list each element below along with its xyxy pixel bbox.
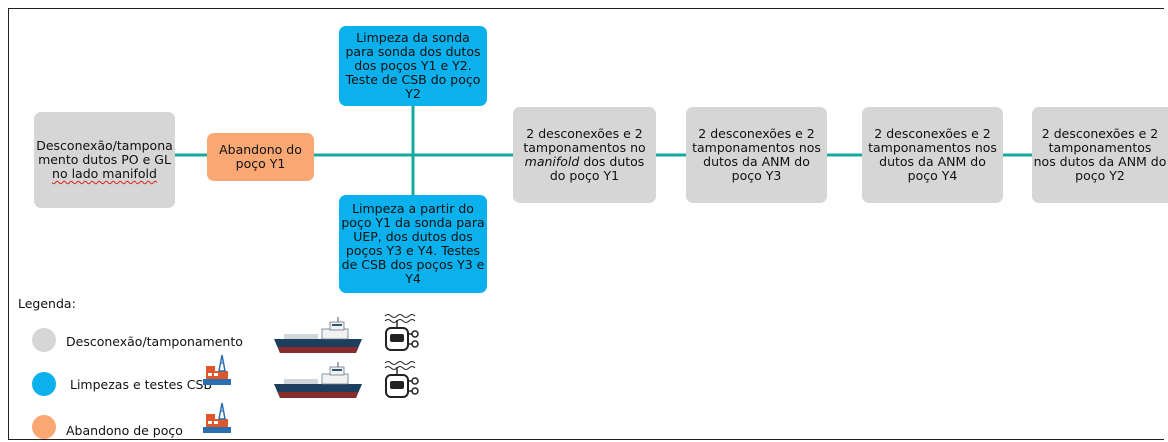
node-disconnect-anm-y4: 2 desconexões e 2 tamponamentos nos duto… [862,107,1003,203]
node-text-line: dutos da ANM do [879,154,986,169]
node-text-line: UEP, dos dutos dos [353,229,473,244]
node-text-line: Teste de CSB do poço [345,72,481,87]
node-text-line: no lado manifold [52,166,157,181]
diagram-frame [8,8,1164,440]
legend-label: Abandono de poço [66,423,183,438]
node-text-line: manifold dos dutos [524,154,645,169]
node-abandon-y1: Abandono do poço Y1 [207,133,314,181]
vessel-icon [274,362,362,398]
node-text-line: poço Y1 da sonda para [341,215,485,230]
rig-icon [203,402,231,433]
legend-title: Legenda: [18,296,76,311]
node-text-line: Limpeza da sonda [356,30,470,45]
node-text-line: 2 desconexões e 2 [526,126,643,141]
node-text-line: poço Y3 [731,168,782,183]
node-text-line: tamponamentos no [523,140,646,155]
legend-dot-orange [32,415,56,439]
node-text-line: 2 desconexões e 2 [698,126,815,141]
node-disconnect-manifold: Desconexão/tampona mento dutos PO e GL n… [34,112,175,208]
rig-icon [203,354,231,385]
node-text-line: poço Y2 [1075,168,1125,183]
node-text-line: Y4 [405,271,421,286]
node-text-line: tamponamentos [1048,140,1152,155]
node-text-line: poços Y3 e Y4. Testes [345,243,481,258]
node-text-line: do poço Y1 [549,168,620,183]
legend-label: Desconexão/tamponamento [66,334,243,349]
node-text-line: nos dutos da ANM do [1033,154,1167,169]
node-text-line: para sonda dos dutos [345,44,481,59]
node-text-line: mento dutos PO e GL [38,152,171,167]
node-text-line: tamponamentos nos [692,140,821,155]
node-text-line: Desconexão/tampona [36,138,173,153]
legend-dot-gray [32,328,56,352]
node-text-line: Abandono do [219,142,302,157]
node-text-line: 2 desconexões e 2 [1041,126,1159,141]
node-text-line: dos poços Y1 e Y2. [354,58,472,73]
node-disconnect-anm-y2: 2 desconexões e 2 tamponamentos nos duto… [1032,107,1168,203]
node-disconnect-anm-y3: 2 desconexões e 2 tamponamentos nos duto… [686,107,827,203]
node-text-line: de CSB dos poços Y3 e [341,257,485,272]
node-text-line: 2 desconexões e 2 [874,126,991,141]
subsea-tool-icon [384,361,419,398]
node-cleaning-rig-to-rig: Limpeza da sonda para sonda dos dutos do… [339,26,487,106]
node-text-line: Y2 [405,86,421,101]
legend-label: Limpezas e testes CSB [70,377,213,392]
node-text-line: poço Y1 [235,156,286,171]
node-text-line: Limpeza a partir do [352,201,474,216]
node-text-line: dutos da ANM do [703,154,810,169]
node-disconnect-manifold-y1: 2 desconexões e 2 tamponamentos no manif… [513,107,656,203]
node-text-line: tamponamentos nos [868,140,997,155]
vessel-icon [274,317,362,353]
subsea-tool-icon [384,314,419,351]
node-text-line: poço Y4 [907,168,958,183]
node-cleaning-rig-to-uep: Limpeza a partir do poço Y1 da sonda par… [339,195,487,293]
legend-dot-blue [32,372,56,396]
